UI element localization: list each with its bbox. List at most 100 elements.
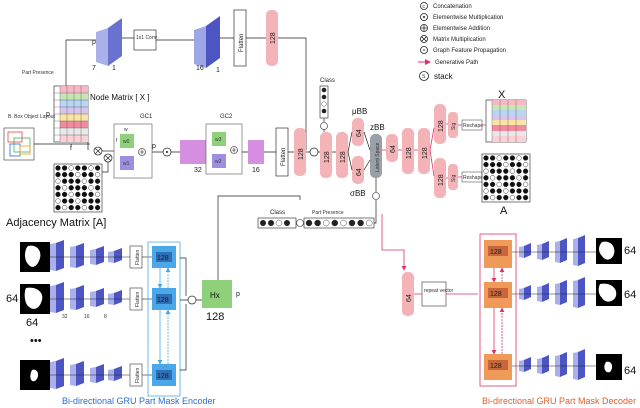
decoder-gru-inner — [488, 360, 508, 370]
part-presence-dot — [348, 219, 356, 227]
conv-1x1-label: 1x1 Conv — [136, 35, 158, 41]
adjacency-dot — [522, 155, 529, 161]
center-encoder: Class 128 128 64 64 μBB σBB zBB Latent S… — [309, 78, 385, 200]
adjacency-dot — [88, 198, 94, 204]
legend-graph-feature-propagation: Graph Feature Propagation — [433, 48, 506, 54]
class-concat-node — [320, 122, 328, 130]
adjacency-dot — [75, 172, 81, 178]
adjacency-dot — [94, 172, 101, 178]
adjacency-dot — [490, 155, 496, 161]
adjacency-dot — [496, 175, 502, 181]
node-matrix-f: f — [70, 145, 72, 152]
part-presence-row-label: Part Presence — [312, 210, 344, 216]
gc1-w0 — [120, 134, 134, 148]
adjacency-dot — [94, 198, 101, 204]
decoder-deconv-block — [578, 349, 585, 380]
encoder-gru-128-label: 128 — [157, 255, 169, 262]
adjacency-dot — [522, 162, 529, 168]
adjacency-dot — [81, 178, 88, 184]
adjacency-dot — [55, 198, 61, 204]
encoder-gru-inner — [156, 252, 172, 262]
decoder-gru-128-label: 128 — [490, 291, 502, 298]
dec-dense-128-a-label: 128 — [406, 147, 413, 159]
node-matrix-p: p — [46, 111, 50, 118]
enc-size-32: 32 — [62, 314, 68, 320]
adjacency-matrix-group: Adjacency Matrix [A] — [6, 158, 109, 229]
class-row-dot-4 — [284, 220, 290, 226]
output-adjacency-dots — [483, 155, 529, 201]
top-branch: Part Presence p 7 1 1x1 Conv 16 1 Flatte… — [22, 9, 307, 150]
adjacency-dot — [94, 205, 101, 211]
decoder-deconv-block — [524, 285, 531, 300]
latent-space-box — [370, 134, 382, 178]
class-dot-4 — [321, 108, 327, 114]
gc1-w1 — [120, 156, 134, 170]
adjacency-dot — [483, 162, 489, 168]
out-row-3 — [492, 110, 526, 115]
class-row-flow — [374, 200, 377, 224]
dec-dense-128-d — [434, 158, 446, 198]
adjacency-dot — [516, 162, 522, 168]
adjacency-dot — [509, 181, 516, 188]
adjacency-dot — [496, 168, 502, 174]
sig-box-2 — [448, 164, 458, 190]
reshape-label-2: Reshape — [463, 175, 483, 181]
gc1-32-label: 32 — [194, 167, 202, 174]
gc1-f: f — [116, 138, 118, 144]
adjacency-dot — [61, 185, 68, 191]
adjacency-dot — [61, 172, 68, 178]
encoder-flatten-label: Flatten — [135, 367, 141, 383]
encoder-conv-block — [76, 243, 84, 268]
class-row-label: Class — [270, 210, 285, 216]
decoder-title: Bi-directional GRU Part Mask Decoder — [482, 396, 636, 406]
dec-dense-128-c-label: 128 — [438, 120, 445, 132]
adjacency-dot — [516, 188, 522, 194]
adjacency-dot — [61, 205, 68, 211]
top-dense-128-label: 128 — [270, 32, 277, 44]
adjacency-dot — [75, 178, 81, 184]
dec-dense-128-a — [402, 128, 414, 174]
dec-flow — [382, 127, 435, 177]
adjacency-dot — [509, 155, 516, 161]
encoder-conv-block — [96, 288, 104, 307]
encoder-conv-block — [56, 358, 64, 389]
mask-shape-1 — [25, 245, 41, 267]
adjacency-dot — [490, 188, 496, 194]
decoder-deconv-block — [578, 235, 585, 266]
adjacency-dot — [522, 168, 529, 174]
z-label: zBB — [370, 123, 385, 132]
adjacency-dot — [55, 178, 61, 184]
sigma-label: σBB — [350, 189, 366, 198]
adjacency-dot — [490, 162, 496, 168]
gc1-prop-dot — [166, 151, 168, 153]
bbox-rect-4 — [19, 145, 31, 155]
part-presence-dot — [366, 219, 373, 227]
adjacency-dot — [509, 175, 516, 181]
mask-encoder: 64 64 ••• 32 16 8 FlattenFlattenFlatten … — [6, 195, 301, 406]
graph-propagation-icon — [420, 46, 428, 54]
output-flow — [446, 123, 486, 179]
gc2-16-label: 16 — [252, 167, 260, 174]
hx-box — [202, 280, 232, 308]
adjacency-dot — [503, 155, 509, 161]
out-row-1 — [492, 100, 526, 105]
stack-symbol-text: S — [422, 74, 426, 80]
decoder-deconv-block — [542, 241, 549, 260]
decoder-deconv-block — [560, 238, 567, 263]
adjacency-dot — [68, 191, 74, 198]
gc1-w0-label: w0 — [123, 139, 130, 145]
output-group: Sig Reshape X Sig Reshape A — [446, 89, 531, 217]
adjacency-dot — [94, 178, 101, 184]
class-dot-2 — [321, 94, 327, 100]
adjacency-dot — [490, 168, 496, 174]
top-flatten-label: Flatten — [239, 34, 245, 52]
reshape-label-1: Reshape — [463, 123, 483, 129]
node-matrix-grid — [54, 86, 88, 142]
adjacency-dot — [522, 175, 529, 181]
adjacency-dot — [68, 198, 74, 204]
gc2-op-plus — [231, 147, 237, 153]
adjacency-dot — [68, 172, 74, 178]
